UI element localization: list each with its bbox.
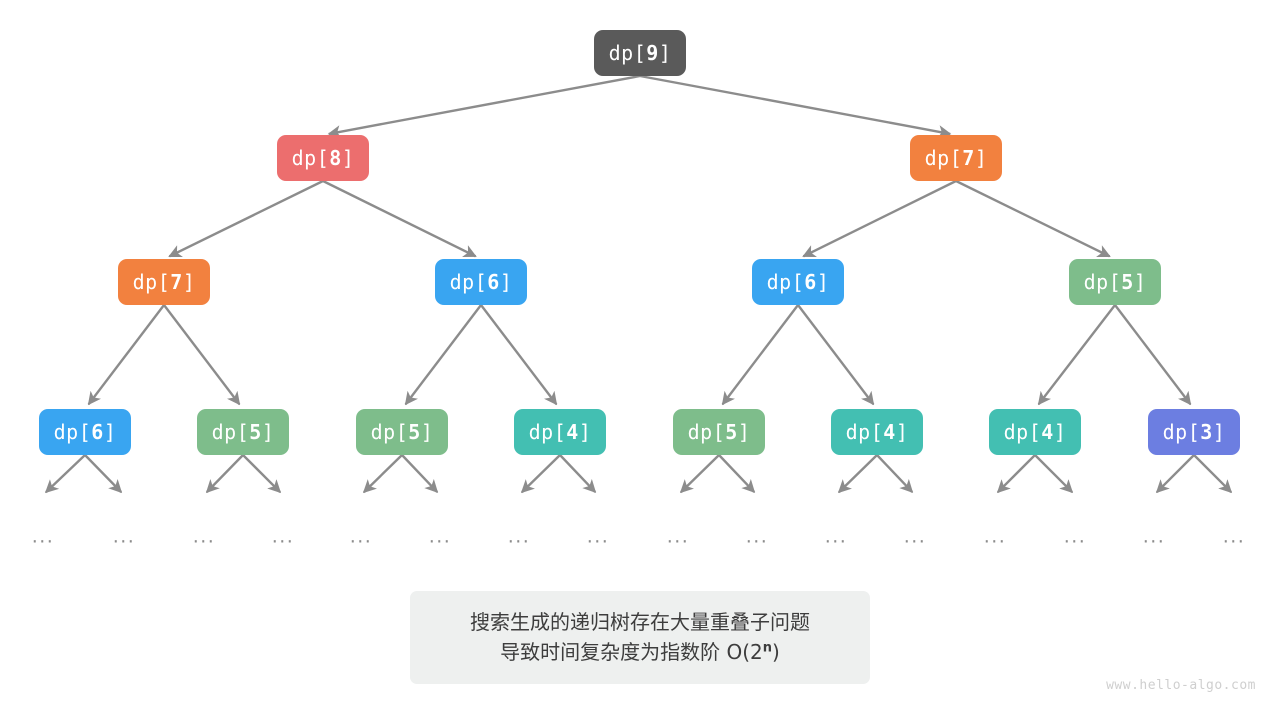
tree-edge-n1-to-n3 xyxy=(168,179,324,258)
tree-node-label: dp[5] xyxy=(370,420,434,444)
tree-edge-n10-to-leaf-7 xyxy=(559,454,597,494)
tree-node-label: dp[6] xyxy=(766,270,830,294)
tree-edge-n0-to-n2 xyxy=(639,74,952,139)
leaf-ellipsis: ... xyxy=(1142,525,1166,548)
tree-node-label: dp[9] xyxy=(608,41,672,65)
tree-edge-n1-to-n4 xyxy=(322,179,477,258)
tree-edge-n13-to-leaf-13 xyxy=(1034,454,1074,494)
leaf-ellipsis: ... xyxy=(271,525,295,548)
tree-node-label: dp[3] xyxy=(1162,420,1226,444)
tree-edge-n6-to-n14 xyxy=(1114,304,1192,406)
tree-node-label: dp[7] xyxy=(924,146,988,170)
leaf-ellipsis: ... xyxy=(112,525,136,548)
caption-line-2-suffix: ) xyxy=(772,640,780,664)
tree-node-label: dp[4] xyxy=(1003,420,1067,444)
tree-node-label: dp[6] xyxy=(53,420,117,444)
tree-edge-n13-to-leaf-12 xyxy=(996,454,1036,494)
tree-node-dp-6: dp[6] xyxy=(752,259,844,305)
tree-node-label: dp[4] xyxy=(845,420,909,444)
tree-edge-n3-to-n8 xyxy=(163,304,241,406)
caption-box: 搜索生成的递归树存在大量重叠子问题 导致时间复杂度为指数阶 O(2n) xyxy=(410,591,870,684)
tree-node-dp-4: dp[4] xyxy=(514,409,606,455)
caption-line-1: 搜索生成的递归树存在大量重叠子问题 xyxy=(470,610,810,634)
tree-node-label: dp[5] xyxy=(1083,270,1147,294)
leaf-ellipsis: ... xyxy=(824,525,848,548)
tree-node-dp-3: dp[3] xyxy=(1148,409,1240,455)
watermark: www.hello-algo.com xyxy=(1106,678,1256,693)
tree-edge-n14-to-leaf-14 xyxy=(1155,454,1195,494)
tree-edge-n5-to-n11 xyxy=(721,304,799,406)
tree-edge-n9-to-leaf-5 xyxy=(401,454,439,494)
tree-node-label: dp[5] xyxy=(687,420,751,444)
tree-edge-n2-to-n6 xyxy=(955,179,1111,258)
leaf-ellipsis: ... xyxy=(745,525,769,548)
leaf-ellipsis: ... xyxy=(31,525,55,548)
tree-node-dp-4: dp[4] xyxy=(831,409,923,455)
tree-node-label: dp[5] xyxy=(211,420,275,444)
tree-edge-n7-to-leaf-1 xyxy=(84,454,123,494)
tree-edge-n9-to-leaf-4 xyxy=(362,454,403,494)
caption-line-2: 导致时间复杂度为指数阶 O(2n) xyxy=(500,640,780,664)
leaf-ellipsis: ... xyxy=(507,525,531,548)
tree-edge-n11-to-leaf-9 xyxy=(718,454,756,494)
tree-edge-n6-to-n13 xyxy=(1037,304,1116,406)
tree-node-dp-8: dp[8] xyxy=(277,135,369,181)
tree-node-dp-6: dp[6] xyxy=(435,259,527,305)
tree-node-dp-5: dp[5] xyxy=(197,409,289,455)
leaf-ellipsis: ... xyxy=(1063,525,1087,548)
tree-node-label: dp[4] xyxy=(528,420,592,444)
tree-edge-n4-to-n10 xyxy=(480,304,558,406)
tree-edge-n8-to-leaf-3 xyxy=(242,454,282,494)
leaf-ellipsis: ... xyxy=(349,525,373,548)
leaf-ellipsis: ... xyxy=(903,525,927,548)
tree-edge-n2-to-n5 xyxy=(802,179,957,258)
leaf-ellipsis: ... xyxy=(192,525,216,548)
tree-node-dp-4: dp[4] xyxy=(989,409,1081,455)
tree-edge-n10-to-leaf-6 xyxy=(520,454,561,494)
tree-node-dp-5: dp[5] xyxy=(1069,259,1161,305)
tree-edge-n0-to-n1 xyxy=(327,74,641,139)
leaf-ellipsis: ... xyxy=(428,525,452,548)
tree-edge-n5-to-n12 xyxy=(797,304,875,406)
tree-node-dp-7: dp[7] xyxy=(910,135,1002,181)
tree-node-label: dp[8] xyxy=(291,146,355,170)
tree-edge-n7-to-leaf-0 xyxy=(44,454,86,494)
tree-node-dp-6: dp[6] xyxy=(39,409,131,455)
leaf-ellipsis: ... xyxy=(586,525,610,548)
caption-line-2-prefix: 导致时间复杂度为指数阶 O(2 xyxy=(500,640,763,664)
tree-node-dp-5: dp[5] xyxy=(356,409,448,455)
tree-node-dp-5: dp[5] xyxy=(673,409,765,455)
tree-node-dp-7: dp[7] xyxy=(118,259,210,305)
caption-exponent: n xyxy=(762,640,773,656)
leaf-ellipsis: ... xyxy=(983,525,1007,548)
leaf-ellipsis: ... xyxy=(1222,525,1246,548)
tree-node-label: dp[6] xyxy=(449,270,513,294)
tree-edge-n12-to-leaf-11 xyxy=(876,454,914,494)
tree-edge-n12-to-leaf-10 xyxy=(837,454,878,494)
tree-node-dp-9: dp[9] xyxy=(594,30,686,76)
tree-node-label: dp[7] xyxy=(132,270,196,294)
tree-edge-n14-to-leaf-15 xyxy=(1193,454,1233,494)
tree-edge-n4-to-n9 xyxy=(404,304,482,406)
tree-edge-n11-to-leaf-8 xyxy=(679,454,720,494)
leaf-ellipsis: ... xyxy=(666,525,690,548)
tree-edge-n8-to-leaf-2 xyxy=(205,454,244,494)
tree-edge-n3-to-n7 xyxy=(87,304,165,406)
